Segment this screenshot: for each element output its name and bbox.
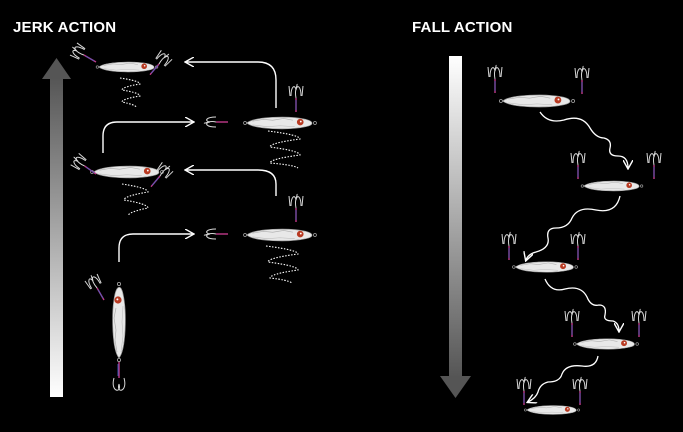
jerk-up-arrow xyxy=(42,58,71,397)
fall-action-title: FALL ACTION xyxy=(412,19,513,36)
jerk-lure-3 xyxy=(68,151,176,192)
jerk-path-arrows xyxy=(102,62,277,262)
fall-lure-3 xyxy=(501,231,586,273)
fall-lure-5 xyxy=(516,376,588,415)
jerk-lure-1 xyxy=(67,41,175,80)
jerk-lure-vertical xyxy=(83,271,126,391)
jerk-wiggle-trails xyxy=(119,77,301,284)
jerk-lure-4 xyxy=(203,193,317,242)
fall-down-arrow xyxy=(440,56,471,398)
fall-path-arrows xyxy=(526,111,628,402)
fall-lure-2 xyxy=(570,150,662,192)
fall-lure-1 xyxy=(487,64,590,108)
jerk-lure-2 xyxy=(203,83,317,130)
jerk-action-title: JERK ACTION xyxy=(13,19,117,36)
